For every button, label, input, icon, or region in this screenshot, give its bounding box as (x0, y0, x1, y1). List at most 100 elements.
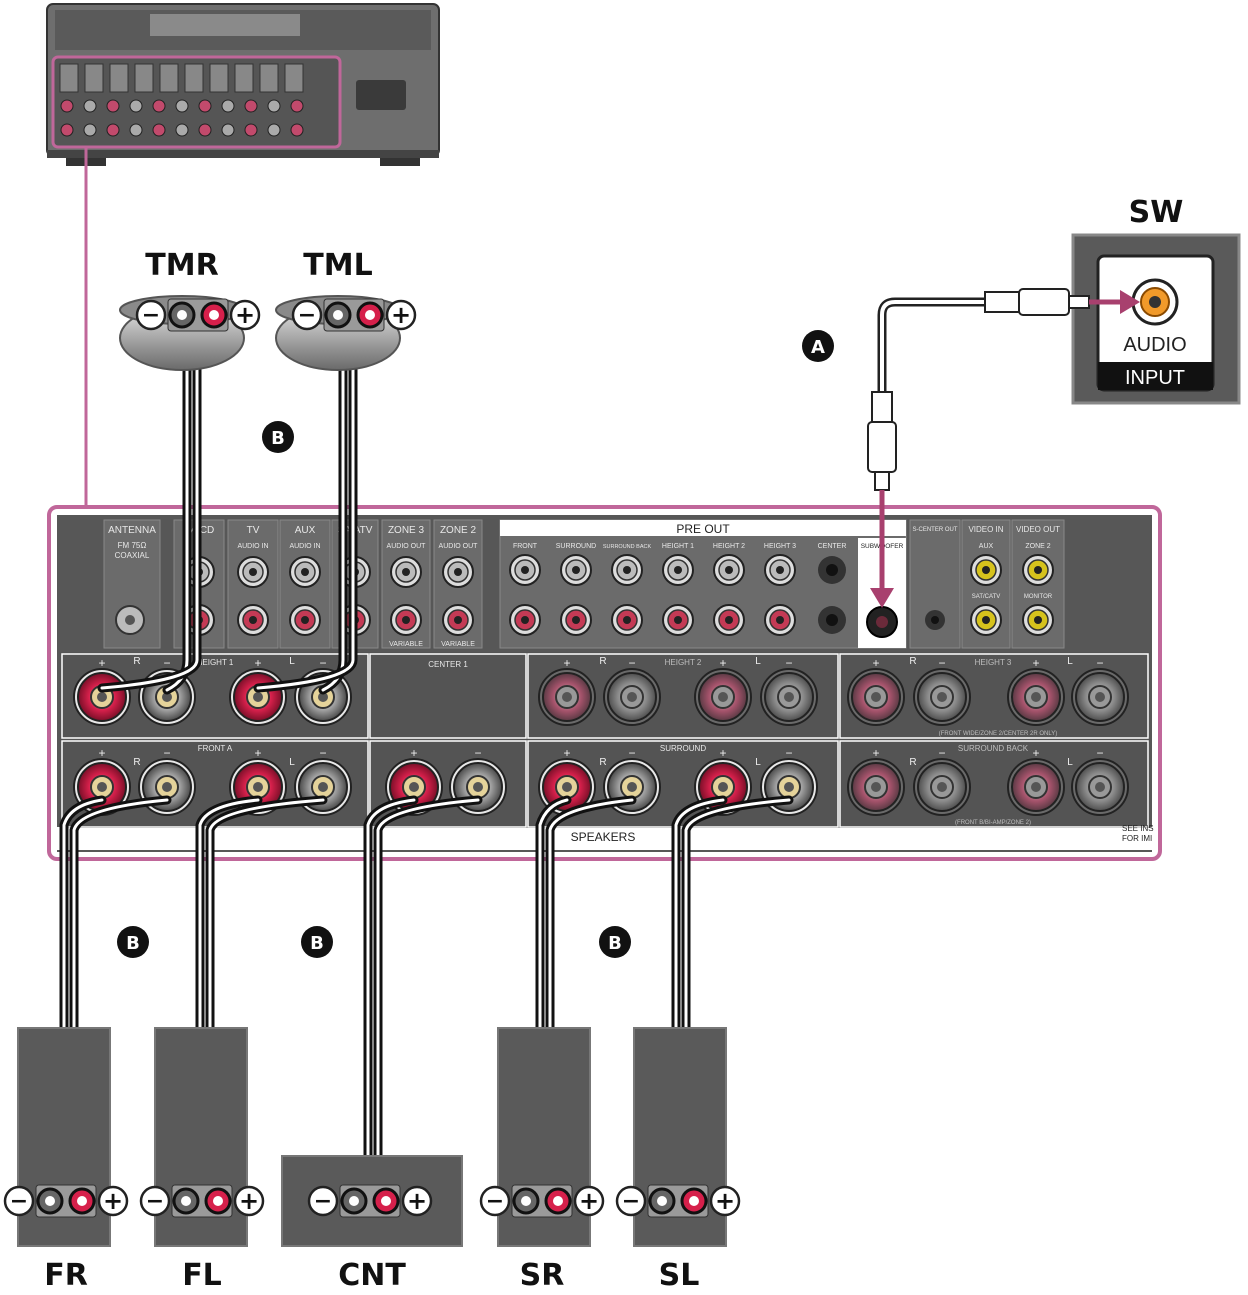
plus-mark: + (719, 746, 726, 760)
thumb-terminal (198, 123, 212, 137)
pre-surround: SURROUND (556, 543, 596, 550)
pre-center: CENTER (818, 543, 847, 550)
thumb-terminal (198, 99, 212, 113)
zone2-label: ZONE 2 (440, 525, 477, 536)
thumb-jack-block (184, 63, 204, 93)
minus-terminal-hole (181, 1196, 191, 1206)
minus-sign (479, 1185, 511, 1217)
plus-mark: + (719, 656, 726, 670)
plus-mark: + (872, 656, 879, 670)
channel-mark: L (755, 656, 761, 667)
plus-binding-post-hole (718, 782, 728, 792)
minus-mark: − (474, 746, 481, 760)
minus-terminal-hole (521, 1196, 531, 1206)
plus-sign (573, 1185, 605, 1217)
rca-jack-red-pin (674, 616, 682, 624)
minus-binding-post-hole (1095, 782, 1105, 792)
badge-b-label: B (126, 933, 140, 954)
height3-label: HEIGHT 3 (975, 658, 1012, 667)
tml-label: TML (303, 248, 372, 283)
thumb-terminal (129, 99, 143, 113)
minus-mark: − (319, 656, 326, 670)
audio-input-sections: SA/CD TV AUDIO IN AUX AUDIO IN SA/ATV ZO… (173, 519, 483, 649)
height2-label: HEIGHT 2 (665, 658, 702, 667)
pre-out-section: PRE OUT FRONT SURROUND SURROUND BACK HEI… (499, 519, 907, 649)
minus-binding-post-hole (318, 782, 328, 792)
plus-binding-post-hole (97, 692, 107, 702)
minus-mark: − (938, 746, 945, 760)
antenna-sub2: COAXIAL (115, 551, 150, 560)
badge-a-label: A (811, 337, 825, 358)
aux-label: AUX (295, 525, 316, 536)
plus-terminal-hole (77, 1196, 87, 1206)
thumb-jack-block (134, 63, 154, 93)
rca-jack-white-pin (454, 568, 462, 576)
thumb-jack-block (234, 63, 254, 93)
minus-mark: − (628, 656, 635, 670)
sr-label: SR (520, 1258, 565, 1293)
thumb-terminal (267, 123, 281, 137)
antenna-sub1: FM 75Ω (118, 541, 147, 550)
minus-binding-post-hole (937, 782, 947, 792)
channel-mark: R (909, 656, 916, 667)
plus-terminal-hole (365, 310, 375, 320)
plus-binding-post-hole (1031, 782, 1041, 792)
rca-jack-red-pin (402, 616, 410, 624)
minus-terminal-hole (349, 1196, 359, 1206)
rca-jack-red-pin (521, 616, 529, 624)
plus-sign (229, 299, 261, 331)
plus-sign (97, 1185, 129, 1217)
plus-mark: + (254, 656, 261, 670)
minus-binding-post-hole (784, 782, 794, 792)
front-b-note: (FRONT B/BI-AMP/ZONE 2) (955, 820, 1031, 826)
surround-label: SURROUND (660, 744, 706, 753)
minus-terminal-hole (333, 310, 343, 320)
video-in-aux: AUX (979, 543, 994, 550)
plus-sign-text: + (579, 1187, 599, 1215)
badge-b-top: B (262, 421, 294, 453)
rca-jack-white-pin (572, 566, 580, 574)
rca-jack-yellow-pin (982, 616, 990, 624)
minus-sign-text: − (10, 1189, 28, 1214)
thumb-terminal (83, 123, 97, 137)
thumb-terminal (60, 123, 74, 137)
plus-sign (233, 1185, 265, 1217)
zone2-variable: VARIABLE (441, 641, 475, 648)
plus-sign (401, 1185, 433, 1217)
minus-mark: − (163, 746, 170, 760)
thumb-terminal (152, 99, 166, 113)
subwoofer-cable: A (802, 288, 1140, 608)
channel-mark: R (599, 656, 606, 667)
plus-mark: + (872, 746, 879, 760)
minus-binding-post-hole (162, 782, 172, 792)
rca-jack-red-pin (776, 616, 784, 624)
plus-sign-text: + (715, 1187, 735, 1215)
video-in-label: VIDEO IN (968, 525, 1003, 534)
minus-binding-post-hole (1095, 692, 1105, 702)
rca-jack-white-pin (674, 566, 682, 574)
rca-jack-red-pin (572, 616, 580, 624)
rca-jack-white-pin (725, 566, 733, 574)
thumb-terminal (83, 99, 97, 113)
minus-terminal-hole (657, 1196, 667, 1206)
minus-binding-post-hole (937, 692, 947, 702)
thumb-terminal (175, 123, 189, 137)
minus-sign (3, 1185, 35, 1217)
see-ins-label: SEE INS (1122, 824, 1154, 833)
center1-label: CENTER 1 (428, 660, 468, 669)
plus-terminal-hole (209, 310, 219, 320)
rca-jack-white-pin (301, 568, 309, 576)
plus-mark: + (563, 656, 570, 670)
plus-mark: + (98, 746, 105, 760)
plus-sign-text: + (235, 301, 255, 329)
thumb-jack-block (259, 63, 279, 93)
zone3-variable: VARIABLE (389, 641, 423, 648)
channel-mark: R (133, 656, 140, 667)
thumb-jack-block (59, 63, 79, 93)
plus-mark: + (1032, 656, 1039, 670)
thumb-jack-block (84, 63, 104, 93)
minus-mark: − (938, 656, 945, 670)
sw-audio-label: AUDIO (1123, 334, 1186, 356)
plus-mark: + (563, 746, 570, 760)
